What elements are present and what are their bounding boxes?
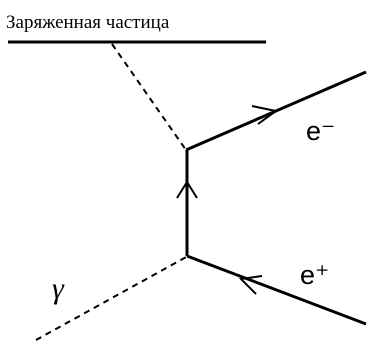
virtual-photon-line [111, 43, 187, 151]
incoming-photon-line [35, 255, 189, 341]
positron-arrow [238, 275, 263, 295]
positron-label: e⁺ [300, 260, 329, 290]
electron-label: e⁻ [306, 116, 335, 146]
positron-line [186, 254, 367, 326]
photon-label: γ [52, 272, 65, 305]
electron-arrow [251, 105, 279, 125]
propagator-arrow [176, 180, 198, 199]
charged-particle-label: Заряженная частица [6, 12, 170, 33]
